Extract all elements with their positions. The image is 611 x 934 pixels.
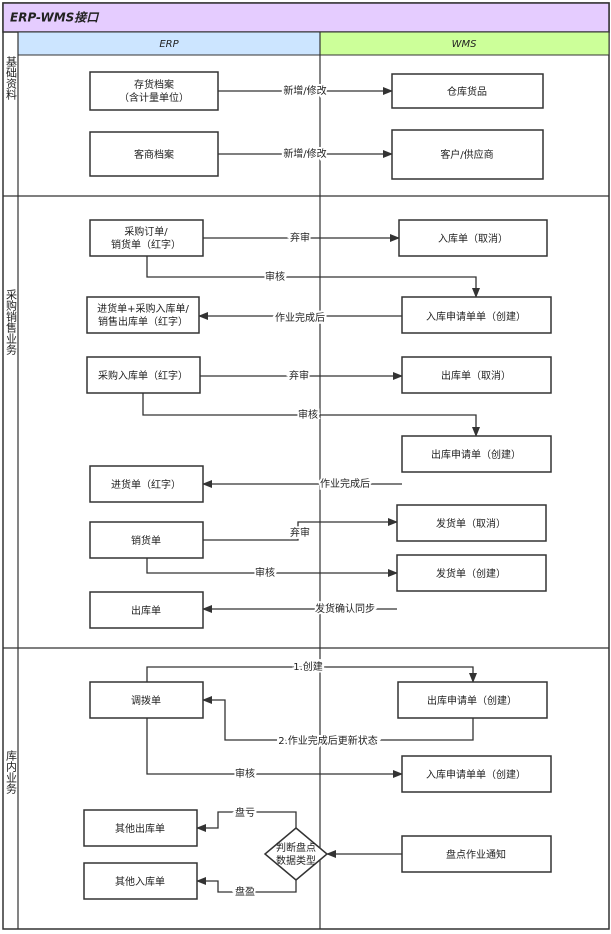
- node-label: 销货单（红字）: [111, 238, 181, 251]
- node-inbound-cancel[interactable]: 入库单（取消）: [398, 219, 548, 257]
- node-delivery-create[interactable]: 发货单（创建）: [396, 554, 547, 592]
- edges: [142, 87, 480, 893]
- node-sales-order[interactable]: 销货单: [89, 521, 204, 559]
- node-label: 其他入库单: [115, 875, 165, 888]
- node-label: 发货单（创建）: [436, 567, 506, 580]
- node-label: 调拨单: [131, 694, 161, 707]
- node-label: 出库申请单（创建）: [427, 694, 517, 707]
- node-label: 仓库货品: [447, 85, 487, 98]
- edge-label: 作业完成后: [320, 477, 370, 490]
- edge-label: 弃审: [290, 231, 310, 244]
- node-label: 进货单（红字）: [111, 478, 181, 491]
- node-po-red[interactable]: 采购订单/ 销货单（红字）: [89, 219, 204, 257]
- title-bar: [2, 2, 610, 33]
- section-basic-label: 基础资料: [5, 56, 18, 101]
- node-label: 销货单: [131, 534, 161, 547]
- edge-label: 新增/修改: [283, 147, 326, 160]
- edge-label: 作业完成后: [275, 311, 325, 324]
- edge-label: 审核: [298, 408, 318, 421]
- node-label: 采购订单/: [124, 225, 168, 238]
- node-label: 其他出库单: [115, 822, 165, 835]
- node-purchase-red[interactable]: 进货单（红字）: [89, 465, 204, 503]
- node-label: 进货单+采购入库单/: [97, 302, 189, 315]
- node-inbound-request-create-2[interactable]: 入库申请单单（创建）: [401, 755, 552, 793]
- edge-label: 弃审: [290, 526, 310, 539]
- lane-erp-label: ERP: [159, 39, 179, 50]
- node-label: 判断盘点: [276, 841, 316, 854]
- node-warehouse-goods[interactable]: 仓库货品: [391, 73, 544, 109]
- node-purchase-inbound-red[interactable]: 采购入库单（红字）: [86, 356, 201, 394]
- edge-sales-approve: [146, 558, 398, 577]
- edge-po-approve: [146, 256, 480, 298]
- edge-purchase-red-approve: [142, 393, 480, 437]
- node-label: 客商档案: [134, 148, 174, 161]
- node-label: 盘点作业通知: [446, 848, 506, 861]
- node-delivery-cancel[interactable]: 发货单（取消）: [396, 504, 547, 542]
- node-label: 销售出库单（红字）: [98, 315, 188, 328]
- section-warehouse-label: 库内业务: [5, 750, 18, 794]
- node-label: 出库申请单（创建）: [431, 448, 521, 461]
- node-inventory-file[interactable]: 存货档案 （含计量单位）: [89, 71, 219, 111]
- edge-label: 2.作业完成后更新状态: [278, 734, 378, 747]
- edge-label: 新增/修改: [283, 84, 326, 97]
- node-outbound-cancel[interactable]: 出库单（取消）: [401, 356, 552, 394]
- node-label: （含计量单位）: [119, 91, 189, 104]
- edge-label: 审核: [265, 270, 285, 283]
- edge-gain: [196, 877, 297, 893]
- edge-label: 弃审: [289, 369, 309, 382]
- node-customer-supplier[interactable]: 客户/供应商: [391, 129, 544, 180]
- edge-label: 发货确认同步: [315, 602, 375, 615]
- node-transfer-order[interactable]: 调拨单: [89, 681, 204, 719]
- node-other-outbound[interactable]: 其他出库单: [83, 809, 198, 847]
- edge-label: 审核: [235, 767, 255, 780]
- node-label: 客户/供应商: [440, 148, 493, 161]
- edge-label: 盘盈: [235, 885, 255, 898]
- edge-transfer-create: [146, 666, 477, 683]
- node-inbound-request-create[interactable]: 入库申请单单（创建）: [401, 296, 552, 334]
- edge-label: 1.创建: [293, 660, 323, 673]
- edge-transfer-update: [202, 696, 474, 741]
- node-label: 入库申请单单（创建）: [426, 768, 526, 781]
- edge-label: 审核: [255, 566, 275, 579]
- decision-stocktake-type[interactable]: 判断盘点 数据类型: [263, 827, 329, 881]
- node-label: 入库单（取消）: [438, 232, 508, 245]
- node-other-inbound[interactable]: 其他入库单: [83, 862, 198, 900]
- node-label: 采购入库单（红字）: [98, 369, 188, 382]
- edge-transfer-approve: [146, 718, 403, 778]
- edge-label: 盘亏: [235, 806, 255, 819]
- section-purchase-sales-label: 采购销售业务: [5, 289, 18, 355]
- node-stocktake-notice[interactable]: 盘点作业通知: [401, 835, 552, 873]
- node-label: 出库单: [131, 604, 161, 617]
- diagram-title: ERP-WMS接口: [10, 11, 100, 25]
- edge-sales-unapprove: [203, 518, 398, 541]
- node-label: 出库单（取消）: [441, 369, 511, 382]
- node-label: 发货单（取消）: [436, 517, 506, 530]
- node-label: 存货档案: [134, 78, 174, 91]
- edge-loss: [196, 811, 297, 832]
- node-label: 入库申请单单（创建）: [426, 310, 526, 323]
- node-purchase-inbound-combo[interactable]: 进货单+采购入库单/ 销售出库单（红字）: [86, 296, 200, 334]
- node-customer-file[interactable]: 客商档案: [89, 131, 219, 177]
- node-outbound-order[interactable]: 出库单: [89, 591, 204, 629]
- node-outbound-request-create-2[interactable]: 出库申请单（创建）: [397, 681, 548, 719]
- node-label: 数据类型: [276, 854, 316, 867]
- lane-wms-label: WMS: [452, 39, 478, 50]
- node-outbound-request-create[interactable]: 出库申请单（创建）: [401, 435, 552, 473]
